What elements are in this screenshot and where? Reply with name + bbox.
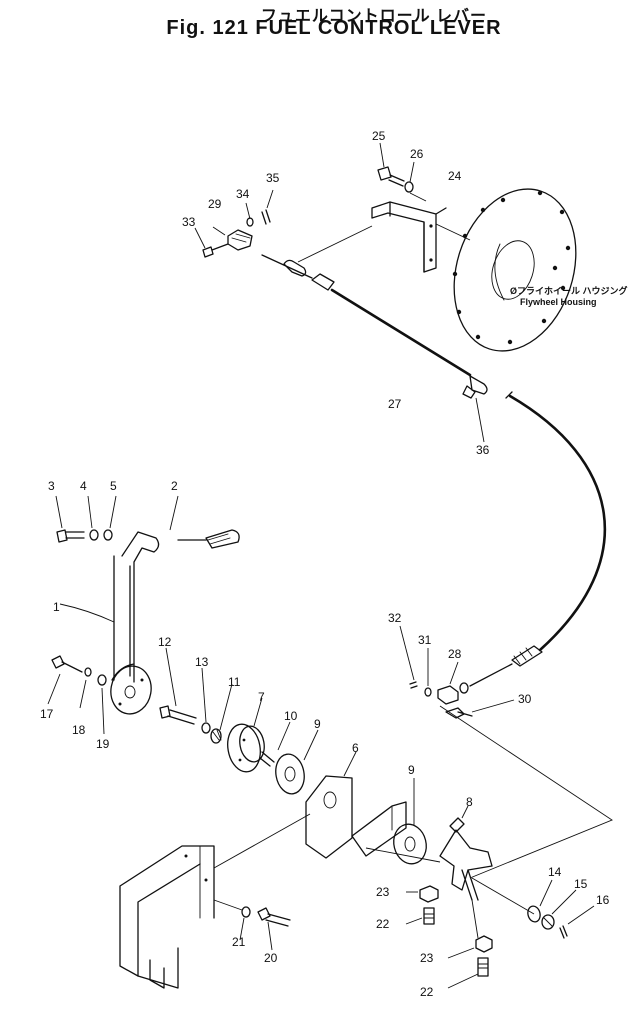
callout-12: 12	[158, 635, 172, 649]
washer-4	[87, 495, 99, 541]
bracket-24	[371, 201, 447, 273]
callout-9-lower: 9	[408, 763, 415, 777]
callout-14: 14	[548, 865, 562, 879]
callout-5: 5	[110, 479, 117, 493]
pin-30	[445, 699, 515, 719]
washer-19	[97, 674, 107, 686]
callout-21: 21	[232, 935, 246, 949]
bolt-12	[159, 647, 197, 725]
callout-26: 26	[410, 147, 424, 161]
callout-33: 33	[182, 215, 196, 229]
knob-2	[169, 495, 240, 549]
hub-7	[227, 697, 265, 773]
callout-22-lower: 22	[420, 985, 434, 999]
washer-14	[527, 879, 553, 923]
cable-27	[261, 254, 607, 652]
bolt-25	[377, 142, 405, 187]
callout-35: 35	[266, 171, 280, 185]
callout-23-lower: 23	[420, 951, 434, 965]
washer-9-upper	[275, 729, 319, 795]
callout-36: 36	[476, 443, 490, 457]
callout-24: 24	[448, 169, 462, 183]
washer-34	[246, 217, 254, 227]
nut-23-upper	[406, 885, 439, 903]
washer-26	[404, 161, 427, 202]
cable-end-lower	[459, 645, 543, 694]
callout-22-upper: 22	[376, 917, 390, 931]
callout-31: 31	[418, 633, 432, 647]
callout-6: 6	[352, 741, 359, 755]
cotter-pin-16	[559, 905, 595, 939]
callout-20: 20	[264, 951, 278, 965]
callout-2: 2	[171, 479, 178, 493]
bolt-22-upper	[405, 907, 435, 925]
callout-28: 28	[448, 647, 462, 661]
pin-10	[259, 721, 291, 767]
callout-13: 13	[195, 655, 209, 669]
spring-13	[201, 667, 211, 734]
callout-18: 18	[72, 723, 86, 737]
part-11	[210, 683, 233, 744]
callout-23-upper: 23	[376, 885, 390, 899]
callout-7: 7	[258, 690, 265, 704]
lever-1	[110, 531, 160, 715]
figure-title: Fig. 121 FUEL CONTROL LEVER	[166, 17, 502, 39]
washer-9-lower	[393, 778, 427, 865]
washer-5	[103, 495, 117, 541]
callout-11: 11	[228, 675, 241, 689]
callout-30: 30	[518, 692, 532, 706]
lever-8	[439, 805, 493, 901]
callout-34: 34	[236, 187, 250, 201]
figure-title-japanese: フュエルコントロール レバー	[260, 8, 488, 25]
callout-16: 16	[596, 893, 610, 907]
joint-29	[227, 229, 253, 251]
callout-3: 3	[48, 479, 55, 493]
plate-6	[305, 751, 407, 859]
washer-21	[213, 899, 251, 941]
joint-28	[437, 661, 459, 705]
callout-27: 27	[388, 397, 402, 411]
flywheel-housing	[452, 188, 577, 352]
callout-8: 8	[466, 795, 473, 809]
washer-31	[424, 687, 432, 697]
bolt-22-lower	[447, 957, 489, 989]
callout-17: 17	[40, 707, 54, 721]
flywheel-housing-label: Flywheel Housing	[520, 297, 597, 307]
callout-19: 19	[96, 737, 110, 751]
bolt-20	[257, 907, 291, 951]
washer-18	[84, 667, 92, 677]
frame	[119, 845, 215, 989]
cotter-pin-35	[261, 209, 271, 225]
nut-23-lower	[447, 935, 493, 959]
callout-9-upper: 9	[314, 717, 321, 731]
callout-29: 29	[208, 197, 222, 211]
callout-4: 4	[80, 479, 87, 493]
bolt-17	[47, 655, 83, 705]
bolt-3	[55, 495, 85, 543]
nut-15	[541, 889, 577, 930]
callout-1: 1	[53, 600, 60, 614]
flywheel-housing-label-jp: Øフライホイール ハウジング	[510, 285, 628, 296]
callout-15: 15	[574, 877, 588, 891]
callout-32: 32	[388, 611, 402, 625]
cotter-pin-32	[409, 681, 418, 689]
callout-25: 25	[372, 129, 386, 143]
callout-10: 10	[284, 709, 298, 723]
pin-33	[202, 243, 229, 258]
